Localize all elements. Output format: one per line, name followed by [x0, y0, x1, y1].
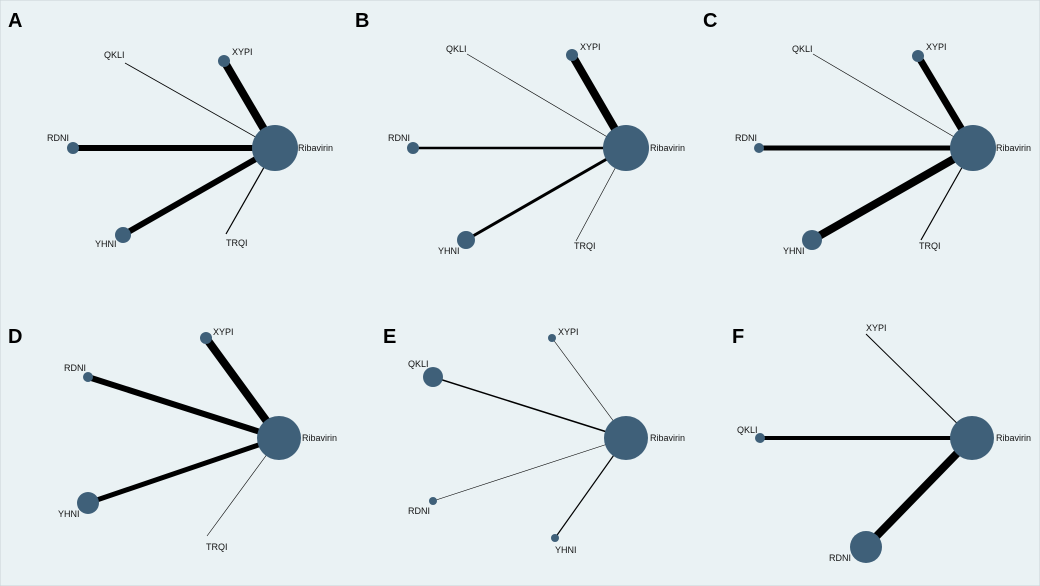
- edge-yhni-ribavirin: [121, 145, 277, 238]
- node-yhni: [77, 492, 99, 514]
- panel-letter: D: [8, 326, 22, 348]
- node-label-xypi: XYPI: [580, 42, 601, 52]
- node-rdni: [67, 142, 79, 154]
- panel-letter: C: [703, 10, 717, 32]
- node-qkli: [755, 433, 765, 443]
- node-label-qkli: QKLI: [446, 44, 467, 54]
- panel-letter: E: [383, 326, 396, 348]
- node-label-trqi: TRQI: [226, 238, 248, 248]
- panel-letter: A: [8, 10, 22, 32]
- panel-d: Ribavirin XYPI RDNI YHNI TRQI D: [8, 326, 337, 552]
- node-rdni: [83, 372, 93, 382]
- node-ribavirin: [950, 416, 994, 460]
- node-yhni: [551, 534, 559, 542]
- node-label-rdni: RDNI: [47, 133, 69, 143]
- edge-rdni-ribavirin: [87, 374, 280, 441]
- node-label-xypi: XYPI: [866, 323, 887, 333]
- panel-e: Ribavirin XYPI QKLI RDNI YHNI E: [383, 326, 685, 555]
- node-yhni: [115, 227, 131, 243]
- node-label-rdni: RDNI: [388, 133, 410, 143]
- node-label-qkli: QKLI: [104, 50, 125, 60]
- node-label-trqi: TRQI: [919, 241, 941, 251]
- node-label-ribavirin: Ribavirin: [996, 433, 1031, 443]
- node-label-rdni: RDNI: [735, 133, 757, 143]
- node-label-ribavirin: Ribavirin: [996, 143, 1031, 153]
- node-label-yhni: YHNI: [783, 246, 805, 256]
- node-label-rdni: RDNI: [408, 506, 430, 516]
- node-label-ribavirin: Ribavirin: [298, 143, 333, 153]
- node-label-yhni: YHNI: [95, 239, 117, 249]
- node-label-ribavirin: Ribavirin: [650, 143, 685, 153]
- node-rdni: [429, 497, 437, 505]
- node-xypi: [566, 49, 578, 61]
- node-ribavirin: [604, 416, 648, 460]
- node-yhni: [457, 231, 475, 249]
- node-qkli: [423, 367, 443, 387]
- node-label-rdni: RDNI: [64, 363, 86, 373]
- edge-yhni-ribavirin: [465, 146, 627, 242]
- panel-f: Ribavirin XYPI QKLI RDNI F: [732, 323, 1031, 563]
- panel-b: Ribavirin XYPI QKLI RDNI YHNI TRQI B: [355, 10, 685, 256]
- node-xypi: [912, 50, 924, 62]
- panel-letter: F: [732, 326, 744, 348]
- node-rdni: [754, 143, 764, 153]
- edge-yhni-ribavirin: [87, 435, 280, 506]
- node-xypi: [218, 55, 230, 67]
- node-label-xypi: XYPI: [232, 47, 253, 57]
- edge-qkli-ribavirin: [812, 53, 974, 149]
- node-xypi: [200, 332, 212, 344]
- node-label-qkli: QKLI: [408, 359, 429, 369]
- node-label-trqi: TRQI: [574, 241, 596, 251]
- node-label-xypi: XYPI: [213, 327, 234, 337]
- node-ribavirin: [252, 125, 298, 171]
- node-label-rdni: RDNI: [829, 553, 851, 563]
- edge-qkli-ribavirin: [466, 53, 627, 149]
- node-label-yhni: YHNI: [438, 246, 460, 256]
- node-label-qkli: QKLI: [792, 44, 813, 54]
- edge-qkli-ribavirin: [432, 376, 627, 439]
- panel-a: Ribavirin XYPI QKLI RDNI YHNI TRQI A: [8, 10, 333, 249]
- node-ribavirin: [950, 125, 996, 171]
- node-label-trqi: TRQI: [206, 542, 228, 552]
- node-label-ribavirin: Ribavirin: [302, 433, 337, 443]
- panel-c: Ribavirin XYPI QKLI RDNI YHNI TRQI C: [703, 10, 1031, 256]
- node-rdni: [407, 142, 419, 154]
- node-label-qkli: QKLI: [737, 425, 758, 435]
- node-xypi: [548, 334, 556, 342]
- edge-yhni-ribavirin: [810, 144, 975, 244]
- node-label-yhni: YHNI: [58, 509, 80, 519]
- node-label-yhni: YHNI: [555, 545, 577, 555]
- node-label-xypi: XYPI: [558, 327, 579, 337]
- panel-letter: B: [355, 10, 369, 32]
- edge-rdni-ribavirin: [432, 437, 627, 502]
- node-ribavirin: [257, 416, 301, 460]
- node-ribavirin: [603, 125, 649, 171]
- edge-qkli-ribavirin: [124, 62, 276, 149]
- node-yhni: [802, 230, 822, 250]
- node-rdni: [850, 531, 882, 563]
- node-label-ribavirin: Ribavirin: [650, 433, 685, 443]
- edge-rdni-ribavirin: [863, 435, 975, 550]
- node-label-xypi: XYPI: [926, 42, 947, 52]
- edge-xypi-ribavirin: [865, 333, 973, 439]
